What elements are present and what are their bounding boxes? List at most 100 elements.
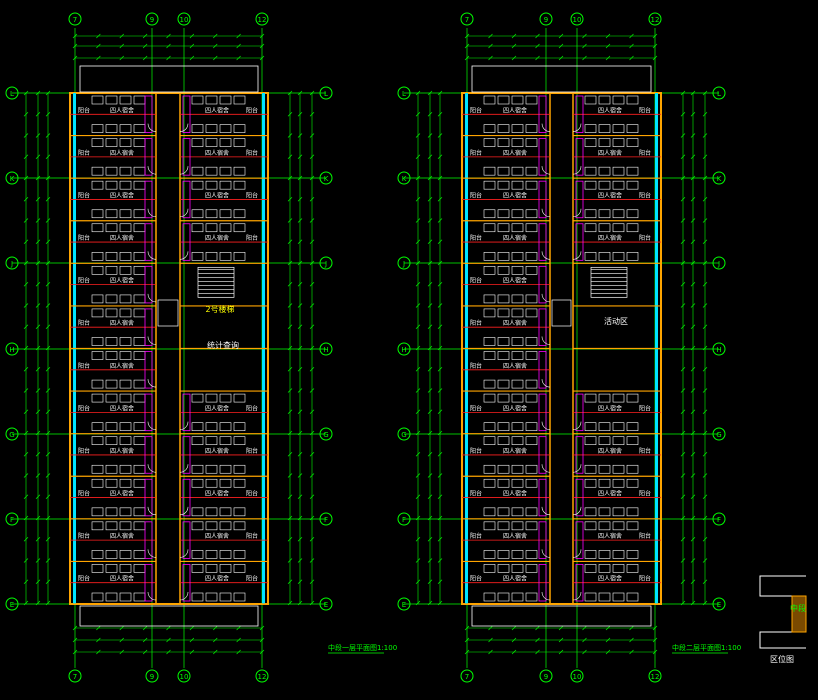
- dimension-tick: [142, 43, 148, 49]
- wardrobe: [575, 436, 584, 474]
- bed: [219, 138, 232, 147]
- dimension-tick: [427, 324, 433, 329]
- dimension-tick: [297, 154, 303, 159]
- wardrobe: [144, 95, 153, 133]
- key-plan-label: 区位图: [770, 654, 794, 664]
- balcony-label: 阳台: [78, 149, 90, 157]
- bed: [584, 464, 597, 474]
- row-axis-bubble: [397, 171, 411, 185]
- bed: [219, 209, 232, 219]
- bed: [91, 209, 104, 219]
- bed: [511, 521, 524, 531]
- dorm-label: 四人宿舍: [503, 106, 527, 114]
- row-axis-label: J: [324, 260, 327, 268]
- dimension-tick: [213, 625, 218, 631]
- dimension-tick: [166, 649, 171, 655]
- bed: [133, 379, 146, 389]
- bed: [497, 138, 510, 147]
- dimension-tick: [45, 303, 51, 308]
- dimension-tick: [35, 558, 41, 563]
- bed: [119, 308, 132, 318]
- bed: [525, 138, 538, 147]
- top-canopy: [471, 65, 652, 93]
- dimension-tick: [35, 409, 41, 414]
- bed: [91, 337, 104, 346]
- dimension-tick: [690, 239, 696, 244]
- plan-title: 中段一层平面图1:100: [328, 643, 397, 652]
- dimension-tick: [427, 345, 433, 351]
- row-axis-bubble: [712, 86, 726, 100]
- row-axis-label: K: [324, 175, 329, 183]
- dimension-tick: [259, 625, 265, 631]
- bed: [91, 95, 104, 105]
- bed: [525, 180, 538, 190]
- bed: [525, 166, 538, 176]
- dimension-tick: [287, 239, 293, 244]
- dorm-label: 四人宿舍: [598, 149, 622, 157]
- bed: [483, 550, 496, 559]
- row-axis-label: J: [717, 260, 720, 268]
- dimension-tick: [287, 218, 293, 223]
- dimension-tick: [297, 579, 303, 584]
- column-axis-bubble: [255, 669, 269, 683]
- dimension-tick: [297, 324, 303, 329]
- dimension-tick: [488, 637, 493, 643]
- bed: [219, 592, 232, 602]
- bed: [191, 124, 204, 133]
- bed: [584, 209, 597, 219]
- dimension-tick: [690, 282, 696, 287]
- dimension-tick: [437, 473, 443, 478]
- dorm-label: 四人宿舍: [598, 191, 622, 199]
- bed: [584, 507, 597, 517]
- dorm-label: 四人宿舍: [503, 234, 527, 242]
- bed: [191, 223, 204, 233]
- dimension-tick: [652, 43, 658, 49]
- dimension-tick: [437, 515, 443, 521]
- dimension-tick: [437, 558, 443, 563]
- bed: [191, 592, 204, 602]
- dimension-tick: [213, 637, 218, 643]
- dimension-tick: [309, 197, 315, 202]
- balcony-label: 阳台: [78, 191, 90, 199]
- dorm-label: 四人宿舍: [598, 532, 622, 540]
- dimension-tick: [680, 537, 686, 542]
- wardrobe: [538, 180, 547, 219]
- bed: [497, 124, 510, 133]
- dimension-tick: [690, 537, 696, 542]
- column-axis-bubble: [539, 669, 553, 683]
- bed: [119, 95, 132, 105]
- bed: [497, 521, 510, 531]
- bed: [119, 422, 132, 431]
- dorm-label: 四人宿舍: [598, 404, 622, 412]
- dimension-tick: [297, 473, 303, 478]
- bed: [105, 209, 118, 219]
- bottom-canopy: [79, 605, 259, 627]
- dimension-tick: [23, 303, 29, 308]
- bed: [612, 478, 625, 488]
- dimension-tick: [23, 260, 29, 266]
- dimension-tick: [96, 637, 101, 643]
- dimension-tick: [189, 625, 195, 631]
- dimension-tick: [652, 649, 658, 655]
- bed: [612, 521, 625, 531]
- dimension-tick: [680, 452, 686, 457]
- wardrobe: [575, 180, 584, 219]
- dimension-tick: [680, 197, 686, 202]
- dimension-tick: [427, 90, 433, 96]
- bed: [626, 393, 639, 403]
- wardrobe: [182, 436, 191, 474]
- bed: [511, 166, 524, 176]
- dimension-tick: [297, 388, 303, 393]
- bed: [91, 294, 104, 304]
- dimension-tick: [427, 473, 433, 478]
- wardrobe: [538, 351, 547, 389]
- bed: [612, 252, 625, 261]
- dimension-tick: [35, 197, 41, 202]
- bed: [133, 95, 146, 105]
- row-axis-bubble: [397, 427, 411, 441]
- dimension-tick: [680, 409, 686, 414]
- dimension-tick: [690, 367, 696, 372]
- bed: [133, 180, 146, 190]
- row-axis-bubble: [397, 86, 411, 100]
- dimension-tick: [511, 649, 517, 655]
